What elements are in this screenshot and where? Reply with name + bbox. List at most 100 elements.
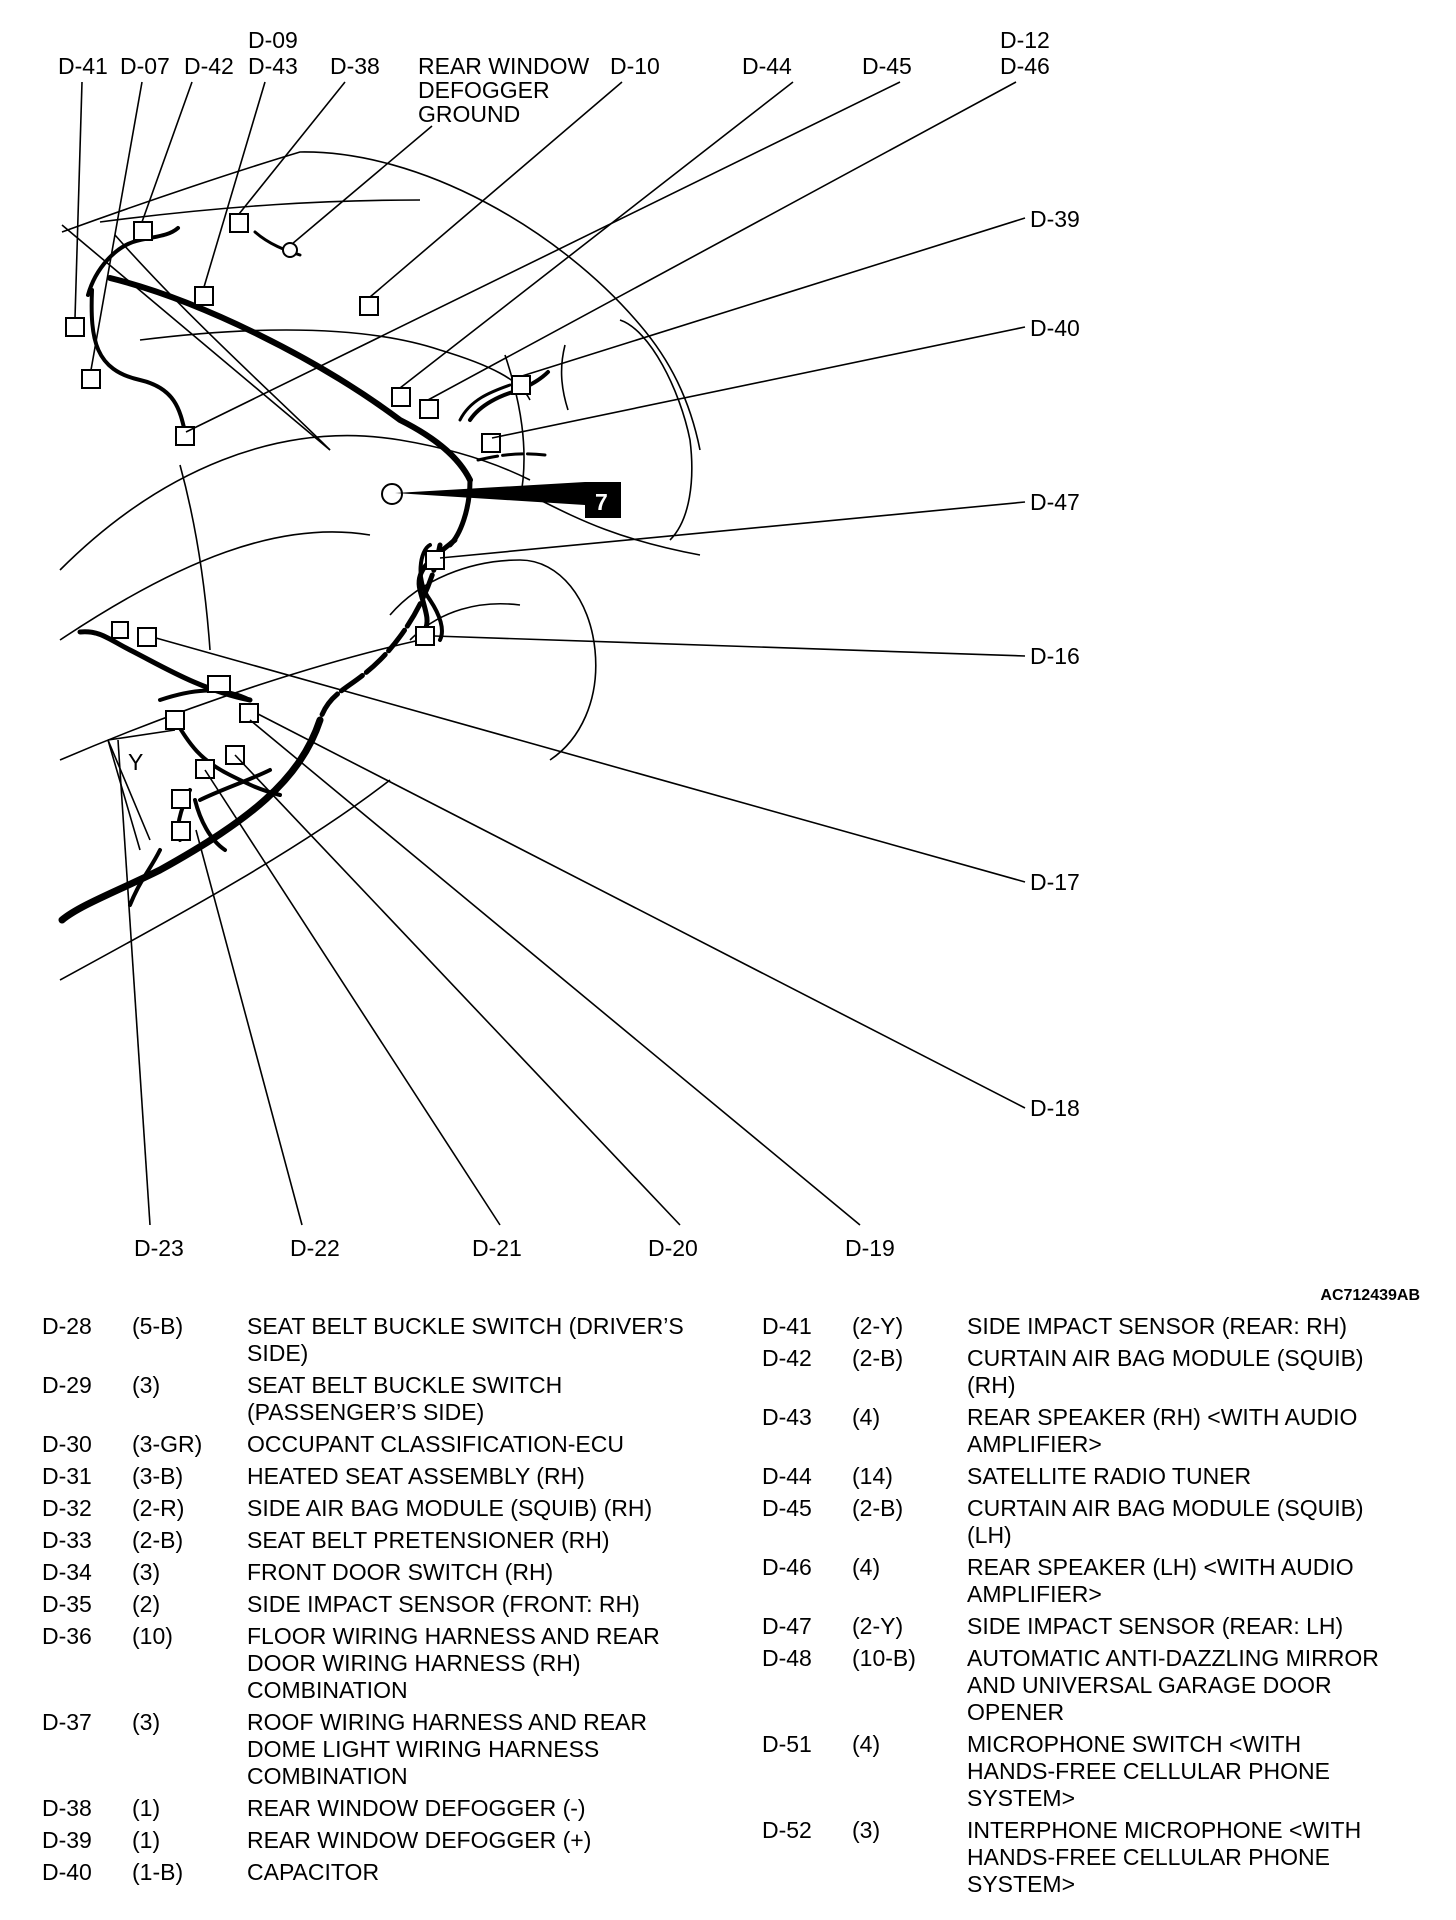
connector-description: OCCUPANT CLASSIFICATION-ECU bbox=[247, 1431, 742, 1458]
figure-id: AC712439AB bbox=[1320, 1287, 1420, 1304]
connector-code: D-52 bbox=[762, 1817, 812, 1843]
description-line: REAR SPEAKER (RH) <WITH AUDIO bbox=[967, 1404, 1358, 1430]
label-d21: D-21 bbox=[472, 1235, 522, 1261]
label-d22: D-22 bbox=[290, 1235, 340, 1261]
description-line: OCCUPANT CLASSIFICATION-ECU bbox=[247, 1431, 624, 1457]
label-d10: D-10 bbox=[610, 53, 660, 79]
description-line: INTERPHONE MICROPHONE <WITH bbox=[967, 1817, 1362, 1843]
connector-description: SEAT BELT PRETENSIONER (RH) bbox=[247, 1527, 742, 1554]
connector-d45 bbox=[419, 399, 439, 419]
connector-spec: (2-B) bbox=[132, 1527, 184, 1553]
connector-code: D-29 bbox=[42, 1372, 92, 1398]
connector-description: REAR WINDOW DEFOGGER (+) bbox=[247, 1827, 742, 1854]
connectors bbox=[65, 213, 531, 841]
description-line: MICROPHONE SWITCH <WITH bbox=[967, 1731, 1302, 1757]
connector-d07 bbox=[81, 369, 101, 389]
connector-code: D-34 bbox=[42, 1559, 92, 1585]
label-d41: D-41 bbox=[58, 53, 108, 79]
connector-description: FRONT DOOR SWITCH (RH) bbox=[247, 1559, 742, 1586]
wiring-harness-diagram: 7 D-41 D-07 D-42 D-09 D-43 D-38 REAR WIN… bbox=[58, 27, 1080, 1261]
connector-description: HEATED SEAT ASSEMBLY (RH) bbox=[247, 1463, 742, 1490]
legend-row: D-29(3)SEAT BELT BUCKLE SWITCH(PASSENGER… bbox=[42, 1372, 742, 1426]
connector-spec: (1) bbox=[132, 1827, 161, 1853]
connector-code: D-47 bbox=[762, 1613, 812, 1639]
connector-spec: (3) bbox=[852, 1817, 881, 1843]
connector-d17 bbox=[137, 627, 157, 647]
label-d12: D-12 bbox=[1000, 27, 1050, 53]
connector-spec: (3-GR) bbox=[132, 1431, 203, 1457]
connector-d20 bbox=[195, 759, 215, 779]
description-line: (RH) bbox=[967, 1372, 1016, 1398]
description-line: SYSTEM> bbox=[967, 1871, 1076, 1897]
connector-description: CURTAIN AIR BAG MODULE (SQUIB)(RH) bbox=[967, 1345, 1422, 1399]
description-line: AMPLIFIER> bbox=[967, 1581, 1102, 1607]
connector-spec: (2-Y) bbox=[852, 1613, 904, 1639]
label-y: Y bbox=[128, 749, 143, 775]
wiring-harness bbox=[58, 226, 550, 924]
description-line: SEAT BELT PRETENSIONER (RH) bbox=[247, 1527, 610, 1553]
description-line: CURTAIN AIR BAG MODULE (SQUIB) bbox=[967, 1345, 1364, 1371]
connector-code: D-38 bbox=[42, 1795, 92, 1821]
description-line: COMBINATION bbox=[247, 1763, 408, 1789]
callout-7: 7 bbox=[395, 482, 621, 518]
connector-spec: (3-B) bbox=[132, 1463, 184, 1489]
description-line: SYSTEM> bbox=[967, 1785, 1076, 1811]
connector-spec: (3) bbox=[132, 1372, 161, 1398]
leader-lines bbox=[74, 81, 1026, 1226]
connector-description: SIDE IMPACT SENSOR (REAR: RH) bbox=[967, 1313, 1422, 1340]
connector-d22 bbox=[171, 821, 191, 841]
connector-spec: (3) bbox=[132, 1559, 161, 1585]
legend-row: D-33 (2-B) SEAT BELT PRETENSIONER (RH) bbox=[42, 1527, 742, 1554]
label-rwdg-1: REAR WINDOW bbox=[418, 53, 590, 79]
connector-d09 bbox=[175, 426, 195, 446]
connector-code: D-46 bbox=[762, 1554, 812, 1580]
description-line: REAR WINDOW DEFOGGER (-) bbox=[247, 1795, 586, 1821]
description-line: AND UNIVERSAL GARAGE DOOR bbox=[967, 1672, 1332, 1698]
description-line: CURTAIN AIR BAG MODULE (SQUIB) bbox=[967, 1495, 1364, 1521]
connector-spec: (1) bbox=[132, 1795, 161, 1821]
label-d09: D-09 bbox=[248, 27, 298, 53]
label-d17: D-17 bbox=[1030, 869, 1080, 895]
legend-row: D-40(1-B)CAPACITOR bbox=[42, 1859, 742, 1886]
connector-spec: (2-B) bbox=[852, 1345, 904, 1371]
connector-spec: (2-B) bbox=[852, 1495, 904, 1521]
description-line: HANDS-FREE CELLULAR PHONE bbox=[967, 1844, 1330, 1870]
legend-left: D-28(5-B)SEAT BELT BUCKLE SWITCH (DRIVER… bbox=[42, 1313, 742, 1891]
connector-code: D-37 bbox=[42, 1709, 92, 1735]
legend-row: D-34 (3) FRONT DOOR SWITCH (RH) bbox=[42, 1559, 742, 1586]
defogger-ground-terminal bbox=[282, 242, 298, 258]
description-line: COMBINATION bbox=[247, 1677, 408, 1703]
label-d47: D-47 bbox=[1030, 489, 1080, 515]
label-d38: D-38 bbox=[330, 53, 380, 79]
connector-spec: (10) bbox=[132, 1623, 173, 1649]
description-line: (PASSENGER’S SIDE) bbox=[247, 1399, 485, 1425]
label-d18: D-18 bbox=[1030, 1095, 1080, 1121]
description-line: SIDE) bbox=[247, 1340, 309, 1366]
description-line: FLOOR WIRING HARNESS AND REAR bbox=[247, 1623, 660, 1649]
connector-labels: D-41 D-07 D-42 D-09 D-43 D-38 REAR WINDO… bbox=[58, 27, 1080, 1261]
description-line: REAR WINDOW DEFOGGER (+) bbox=[247, 1827, 592, 1853]
description-line: DOME LIGHT WIRING HARNESS bbox=[247, 1736, 600, 1762]
connector-spec: (4) bbox=[852, 1404, 881, 1430]
description-line: ROOF WIRING HARNESS AND REAR bbox=[247, 1709, 647, 1735]
description-line: SIDE AIR BAG MODULE (SQUIB) (RH) bbox=[247, 1495, 653, 1521]
legend-row: D-42(2-B)CURTAIN AIR BAG MODULE (SQUIB)(… bbox=[762, 1345, 1422, 1399]
label-d42: D-42 bbox=[184, 53, 234, 79]
label-rwdg-3: GROUND bbox=[418, 101, 520, 127]
connector-code: D-40 bbox=[42, 1859, 92, 1885]
description-line: FRONT DOOR SWITCH (RH) bbox=[247, 1559, 554, 1585]
legend-row: D-31(3-B)HEATED SEAT ASSEMBLY (RH) bbox=[42, 1463, 742, 1490]
description-line: SATELLITE RADIO TUNER bbox=[967, 1463, 1252, 1489]
connector-code: D-32 bbox=[42, 1495, 92, 1521]
description-line: (LH) bbox=[967, 1522, 1012, 1548]
connector-code: D-33 bbox=[42, 1527, 92, 1553]
description-line: SEAT BELT BUCKLE SWITCH (DRIVER’S bbox=[247, 1313, 684, 1339]
